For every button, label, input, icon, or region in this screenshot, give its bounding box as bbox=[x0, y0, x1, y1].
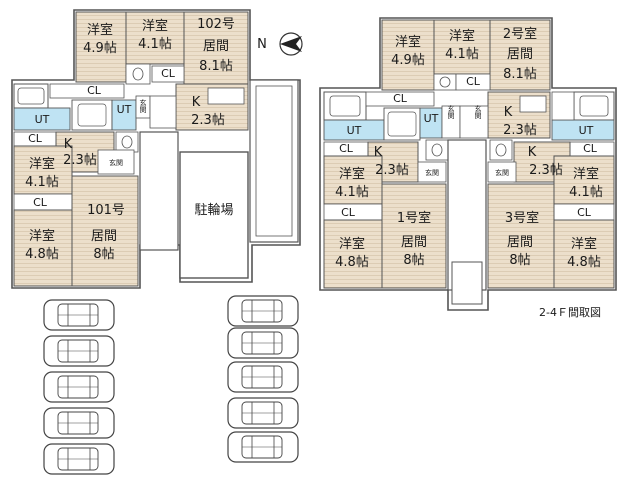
label-ut-mid: UT bbox=[117, 103, 132, 116]
label-unit-102: 102号 bbox=[197, 17, 235, 32]
label-3-kitchen: K bbox=[528, 145, 537, 160]
car-icon bbox=[43, 443, 115, 475]
north-label: N bbox=[257, 37, 267, 52]
label-2-kitchen: K bbox=[504, 105, 513, 120]
size-1-living: 8帖 bbox=[403, 253, 424, 268]
label-3-western-b: 洋室 bbox=[571, 236, 597, 252]
label-ut-upper-right: UT bbox=[579, 124, 594, 137]
label-1-kitchen: K bbox=[374, 145, 383, 160]
label-1-western-a: 洋室 bbox=[339, 166, 365, 182]
car-icon bbox=[227, 361, 299, 393]
size-2-kitchen: 2.3帖 bbox=[503, 123, 537, 138]
label-101-living: 居間 bbox=[91, 229, 117, 244]
label-3-entrance: 玄関 bbox=[495, 168, 509, 177]
size-1-kitchen: 2.3帖 bbox=[375, 163, 409, 178]
size-101-western-b: 4.8帖 bbox=[25, 247, 59, 262]
label-2-living: 居間 bbox=[507, 47, 533, 62]
label-101-closet-b: CL bbox=[33, 196, 48, 209]
size-3-living: 8帖 bbox=[509, 253, 530, 268]
label-2-western-a: 洋室 bbox=[395, 34, 421, 50]
first-floor-plan: 洋室 4.9帖 洋室 4.1帖 102号 居間 8.1帖 K 2.3帖 CL C… bbox=[11, 9, 301, 289]
label-2-entrance: 玄関 bbox=[447, 104, 455, 120]
label-101-western-b: 洋室 bbox=[29, 228, 55, 244]
label-2-western-b: 洋室 bbox=[449, 28, 475, 44]
upper-floor-plan: 洋室 4.9帖 洋室 4.1帖 2号室 居間 8.1帖 CL K 2.3帖 CL… bbox=[319, 17, 617, 311]
car-icon bbox=[227, 327, 299, 359]
label-unit-1: 1号室 bbox=[397, 210, 431, 226]
size-102-western-b: 4.1帖 bbox=[138, 37, 172, 52]
label-unit-2: 2号室 bbox=[503, 26, 537, 42]
label-3-living: 居間 bbox=[507, 235, 533, 250]
size-1-western-b: 4.8帖 bbox=[335, 255, 369, 270]
label-102-western-a: 洋室 bbox=[87, 22, 113, 38]
label-101-closet-a: CL bbox=[28, 132, 43, 145]
car-parking bbox=[43, 295, 299, 475]
label-102-closet: CL bbox=[161, 67, 176, 80]
car-icon bbox=[43, 335, 115, 367]
bicycle-parking bbox=[179, 151, 249, 279]
car-icon bbox=[43, 407, 115, 439]
size-3-kitchen: 2.3帖 bbox=[529, 163, 563, 178]
size-3-western-b: 4.8帖 bbox=[567, 255, 601, 270]
label-ut-upper-left: UT bbox=[347, 124, 362, 137]
size-102-kitchen: 2.3帖 bbox=[191, 113, 225, 128]
floor-caption: 2-4Ｆ間取図 bbox=[539, 306, 601, 319]
label-1-living: 居間 bbox=[401, 235, 427, 250]
label-1-entrance: 玄関 bbox=[425, 168, 439, 177]
car-icon bbox=[227, 431, 299, 463]
label-unit-3: 3号室 bbox=[505, 210, 539, 226]
label-101-kitchen: K bbox=[64, 137, 73, 152]
size-2-western-b: 4.1帖 bbox=[445, 47, 479, 62]
room-102-western-b bbox=[125, 11, 185, 65]
label-unit-101: 101号 bbox=[87, 203, 125, 218]
label-102-kitchen: K bbox=[192, 95, 201, 110]
size-101-western-a: 4.1帖 bbox=[25, 175, 59, 190]
label-101-entrance: 玄関 bbox=[109, 158, 123, 167]
size-2-living: 8.1帖 bbox=[503, 67, 537, 82]
label-closet-top: CL bbox=[87, 84, 102, 97]
label-2-closet: CL bbox=[466, 75, 481, 88]
label-closet-upper: CL bbox=[393, 92, 408, 105]
size-102-living: 8.1帖 bbox=[199, 59, 233, 74]
label-102-entrance: 玄関 bbox=[139, 98, 147, 114]
label-1-western-b: 洋室 bbox=[339, 236, 365, 252]
room-102-western-a bbox=[75, 11, 127, 83]
size-101-living: 8帖 bbox=[93, 247, 114, 262]
label-102-western-b: 洋室 bbox=[142, 18, 168, 34]
label-ut-upper-mid: UT bbox=[424, 112, 439, 125]
compass: N bbox=[257, 32, 303, 56]
label-2-entrance-b: 玄関 bbox=[474, 104, 482, 120]
car-icon bbox=[227, 397, 299, 429]
room-102-living bbox=[183, 11, 249, 85]
label-3-closet-a: CL bbox=[583, 142, 598, 155]
size-101-kitchen: 2.3帖 bbox=[63, 153, 97, 168]
label-101-western-a: 洋室 bbox=[29, 156, 55, 172]
car-icon bbox=[43, 299, 115, 331]
size-102-western-a: 4.9帖 bbox=[83, 41, 117, 56]
size-2-western-a: 4.9帖 bbox=[391, 53, 425, 68]
size-3-western-a: 4.1帖 bbox=[569, 185, 603, 200]
car-icon bbox=[227, 295, 299, 327]
label-1-closet-b: CL bbox=[341, 206, 356, 219]
label-3-western-a: 洋室 bbox=[573, 166, 599, 182]
label-102-living: 居間 bbox=[203, 39, 229, 54]
label-3-closet-b: CL bbox=[577, 206, 592, 219]
toilet-icon bbox=[132, 67, 144, 81]
label-ut-left: UT bbox=[35, 113, 50, 126]
label-bicycle-parking: 駐輪場 bbox=[194, 202, 233, 218]
car-icon bbox=[43, 371, 115, 403]
size-1-western-a: 4.1帖 bbox=[335, 185, 369, 200]
label-1-closet-a: CL bbox=[339, 142, 354, 155]
